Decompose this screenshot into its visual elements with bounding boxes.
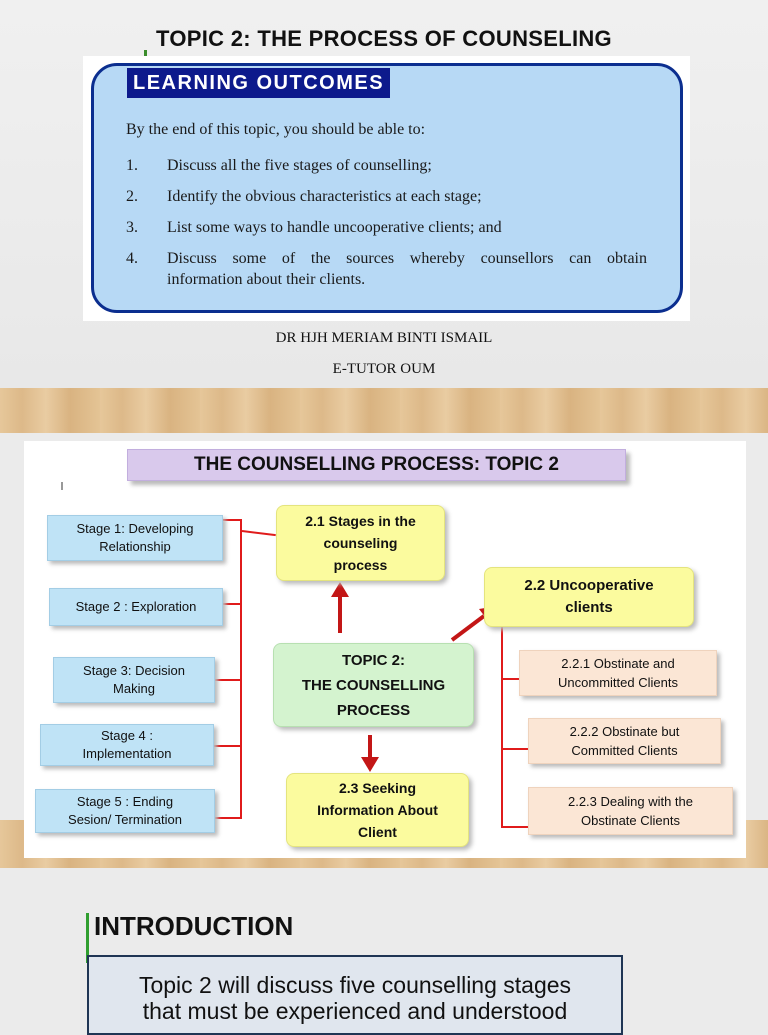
arrow-up-icon [331, 582, 349, 633]
box-label: 2.2 Uncooperative [524, 577, 654, 594]
box-label: 2.3 Seeking [338, 780, 417, 796]
stage-label: Stage 3: Decision [83, 663, 185, 678]
outcome-text: List some ways to handle uncooperative c… [167, 219, 502, 236]
center-label: PROCESS [336, 701, 411, 719]
stage-label: Stage 4 : [100, 728, 154, 743]
section-heading: INTRODUCTION [94, 911, 294, 941]
uncooperative-clients-box: 2.2 Uncooperative clients [484, 567, 694, 627]
connector-line [501, 678, 519, 680]
author-name: DR HJH MERIAM BINTI ISMAIL [275, 330, 493, 346]
connector-line [214, 679, 241, 681]
stages-box: 2.1 Stages in the counseling process [276, 505, 445, 581]
connector-line [501, 748, 528, 750]
connector-line [501, 826, 528, 828]
sub-label: Obstinate Clients [581, 813, 680, 828]
connector-line [214, 745, 241, 747]
mindmap-banner: THE COUNSELLING PROCESS: TOPIC 2 [127, 449, 626, 481]
center-label: THE COUNSELLING [301, 676, 446, 694]
sub-label: 2.2.2 Obstinate but [569, 724, 680, 739]
box-label: Client [358, 824, 397, 840]
connector-line [222, 519, 242, 521]
box-label: clients [565, 599, 613, 616]
accent-bar [86, 913, 89, 963]
box-label: counseling [323, 535, 398, 551]
stage-4-box: Stage 4 : Implementation [40, 724, 214, 766]
stage-2-box: Stage 2 : Exploration [49, 588, 223, 626]
box-label: process [333, 557, 388, 573]
connector-line [240, 519, 242, 819]
connector-line [215, 603, 241, 605]
stage-label: Implementation [82, 746, 172, 761]
connector-line [215, 817, 241, 819]
central-topic-box: TOPIC 2: THE COUNSELLING PROCESS [273, 643, 474, 727]
sub-label: Committed Clients [571, 743, 678, 758]
intro-line: that must be experienced and understood [142, 998, 568, 1024]
outcome-text-continued: information about their clients. [167, 271, 366, 288]
outcome-text: Discuss some of the sources whereby coun… [167, 250, 647, 267]
wood-strip [0, 388, 768, 433]
outcome-number: 2. [126, 188, 138, 205]
outcome-number: 4. [126, 250, 138, 267]
connector-line [501, 608, 503, 828]
outcome-number: 1. [126, 157, 138, 174]
outcome-text: Discuss all the five stages of counselli… [167, 157, 432, 174]
box-label: 2.1 Stages in the [305, 513, 416, 529]
arrow-down-icon [361, 735, 379, 772]
learning-outcomes-heading: LEARNING OUTCOMES [127, 68, 391, 98]
stage-label: Stage 1: Developing [76, 521, 194, 536]
sub-label: Uncommitted Clients [558, 675, 678, 690]
intro-text: Topic 2 will discuss five counselling st… [87, 972, 623, 1024]
learning-outcomes-box [91, 63, 683, 313]
intro-line: Topic 2 will discuss five counselling st… [138, 972, 572, 998]
outcome-text: Identify the obvious characteristics at … [167, 188, 482, 205]
stage-label: Making [113, 681, 155, 696]
box-label: Information About [317, 802, 438, 818]
stage-label: Sesion/ Termination [68, 812, 182, 827]
stage-label: Stage 2 : Exploration [75, 599, 197, 614]
stage-label: Relationship [99, 539, 171, 554]
intro-text-box [87, 955, 623, 1035]
sub-label: 2.2.3 Dealing with the [567, 794, 694, 809]
stage-label: Stage 5 : Ending [76, 794, 174, 809]
outcomes-intro: By the end of this topic, you should be … [126, 121, 426, 138]
slide-title: TOPIC 2: THE PROCESS OF COUNSELING [156, 26, 612, 51]
author-affiliation: E-TUTOR OUM [332, 361, 436, 377]
center-label: TOPIC 2: [341, 651, 406, 669]
outcome-number: 3. [126, 219, 138, 236]
sub-label: 2.2.1 Obstinate and [561, 656, 675, 671]
